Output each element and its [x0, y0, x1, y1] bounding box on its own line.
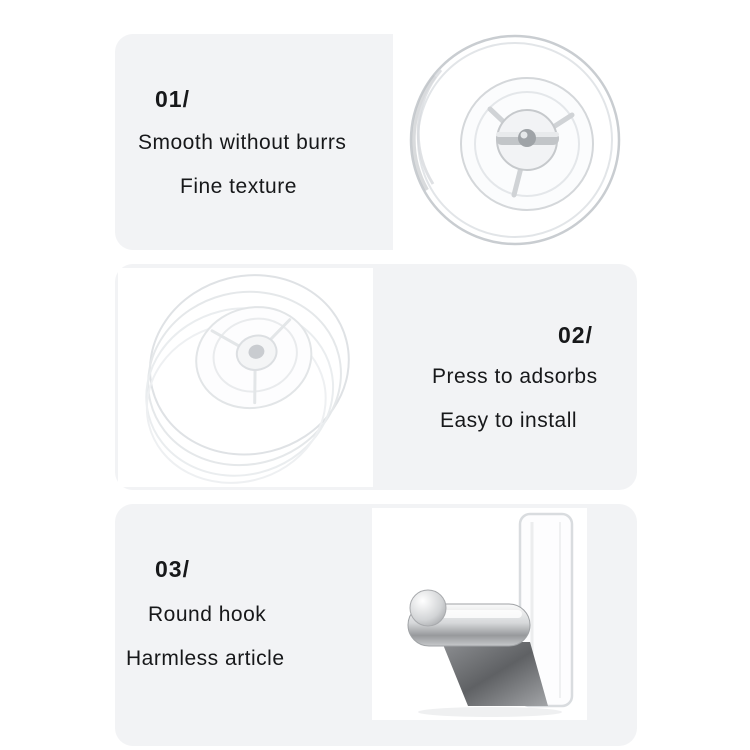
section-1-number: 01/ — [155, 86, 190, 112]
suction-cup-angled-image — [118, 268, 373, 487]
section-1-line-2: Fine texture — [180, 175, 297, 198]
section-2-line-2: Easy to install — [440, 409, 578, 432]
section-3-number: 03/ — [155, 556, 190, 582]
section-2-number: 02/ — [558, 322, 593, 348]
section-3-line-1: Round hook — [148, 603, 267, 626]
suction-cup-angled-icon — [145, 274, 350, 484]
section-1-line-1: Smooth without burrs — [138, 131, 347, 154]
suction-cup-front-icon — [409, 34, 621, 246]
round-hook-image — [372, 508, 587, 720]
section-2-line-1: Press to adsorbs — [432, 365, 598, 388]
suction-cup-front-image — [393, 28, 643, 256]
section-3-line-2: Harmless article — [126, 647, 285, 670]
round-hook-icon — [407, 512, 574, 717]
